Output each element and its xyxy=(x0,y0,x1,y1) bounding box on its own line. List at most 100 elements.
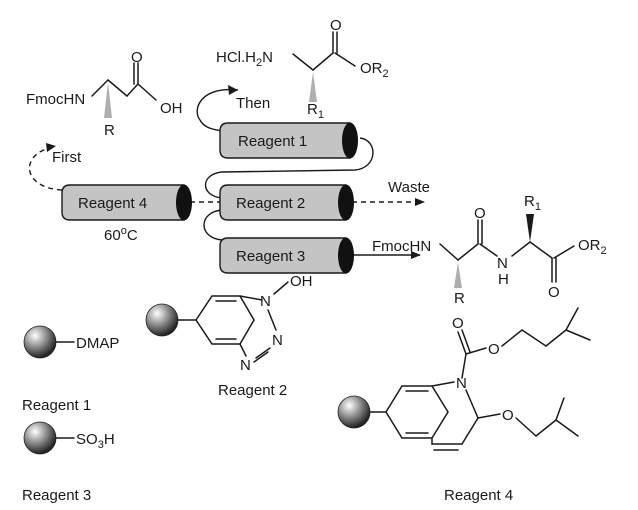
reagent-3-structure: SO3H Reagent 3 xyxy=(22,421,115,504)
tube-reagent-1: Reagent 1 xyxy=(219,122,358,159)
reagent-4-caption: Reagent 4 xyxy=(444,487,513,504)
bond xyxy=(511,241,531,257)
bond xyxy=(555,397,565,421)
reagent-2-structure: N OH N N Reagent 2 xyxy=(145,273,313,399)
bond xyxy=(461,417,479,445)
r-label: R xyxy=(454,290,465,307)
tube-end-cap xyxy=(342,122,358,159)
bond xyxy=(479,243,498,257)
bond xyxy=(457,243,479,261)
first-arrowhead xyxy=(46,143,56,152)
reagent-1-caption: Reagent 1 xyxy=(22,397,91,414)
ester-o-label: O xyxy=(488,341,500,358)
dmap-label: DMAP xyxy=(76,335,119,352)
fmochn-label: FmocHN xyxy=(372,238,431,255)
n2-label: N xyxy=(272,332,283,349)
bond xyxy=(107,79,128,97)
bond xyxy=(253,351,269,363)
or2-label: OR2 xyxy=(360,60,389,80)
waste-label: Waste xyxy=(388,179,430,196)
amine-ester-hydrochloride: HCl.H2N O OR2 R1 xyxy=(216,17,389,121)
bond xyxy=(439,243,459,261)
polymer-bead xyxy=(337,395,371,429)
n-label: N xyxy=(456,375,467,392)
bond xyxy=(477,413,501,419)
bond xyxy=(126,83,139,97)
oh-label: OH xyxy=(160,100,183,117)
dipeptide-product: FmocHN O N H R1 O OR2 R xyxy=(372,193,607,307)
hashed-bond xyxy=(454,262,462,288)
benzene-ring xyxy=(195,295,255,345)
bond xyxy=(239,343,247,357)
bond xyxy=(255,347,271,359)
reagent-4-structure: N O O O Reagent 4 xyxy=(337,307,591,504)
nh-n-label: N xyxy=(497,255,508,272)
bond xyxy=(555,419,579,437)
bond xyxy=(545,329,567,347)
polymer-bead xyxy=(23,421,57,455)
bond xyxy=(465,347,487,355)
hcl-label: HCl.H2N xyxy=(216,49,273,69)
then-arrowhead xyxy=(228,85,238,95)
fmochn-label: FmocHN xyxy=(26,91,85,108)
oh-label: OH xyxy=(290,273,313,290)
hashed-bond xyxy=(104,82,112,118)
then-arrow-path xyxy=(196,88,239,132)
tube-label: Reagent 2 xyxy=(236,195,305,212)
fmoc-amino-acid: FmocHN O OH R xyxy=(26,49,183,139)
bond xyxy=(515,417,537,437)
loop-1-2 xyxy=(205,137,374,199)
or2-label: OR2 xyxy=(578,237,607,257)
bond xyxy=(461,329,471,353)
carbonyl-o-label: O xyxy=(474,205,486,222)
tube-label: Reagent 1 xyxy=(238,133,307,150)
bond xyxy=(292,53,314,71)
polymer-bead xyxy=(23,325,57,359)
carbonyl-o-label: O xyxy=(131,49,143,66)
reagent-3-caption: Reagent 3 xyxy=(22,487,91,504)
carbonyl-o-label: O xyxy=(330,17,342,34)
wedge-bond xyxy=(526,214,534,242)
bond xyxy=(501,329,523,347)
r1-label: R1 xyxy=(307,101,324,121)
ether-o-label: O xyxy=(502,407,514,424)
bond xyxy=(334,52,356,67)
benzene-ring xyxy=(385,385,449,439)
bond xyxy=(137,83,157,101)
temperature-label: 60oC xyxy=(104,225,138,244)
bond xyxy=(91,79,109,97)
bond xyxy=(521,329,547,347)
bond xyxy=(465,389,479,419)
reagent-1-structure: DMAP Reagent 1 xyxy=(22,325,119,414)
nh-h-label: H xyxy=(498,271,509,288)
bond xyxy=(239,295,263,301)
r1-label: R1 xyxy=(524,193,541,213)
so3h-label: SO3H xyxy=(76,431,115,451)
hashed-bond xyxy=(309,72,317,102)
bond xyxy=(431,381,455,387)
bond xyxy=(535,419,557,437)
bond xyxy=(529,241,553,259)
first-dashed-path xyxy=(28,147,63,191)
tube-label: Reagent 4 xyxy=(78,195,147,212)
bond xyxy=(273,281,289,295)
tube-reagent-4: Reagent 4 xyxy=(61,184,192,221)
bond xyxy=(312,52,334,71)
bond xyxy=(267,309,277,331)
tube-end-cap xyxy=(338,237,354,274)
polymer-bead xyxy=(145,303,179,337)
reagent-2-caption: Reagent 2 xyxy=(218,382,287,399)
bond xyxy=(461,353,467,379)
tube-reagent-2: Reagent 2 xyxy=(219,184,354,221)
ester-o-label: O xyxy=(548,284,560,301)
carbonyl-o-label: O xyxy=(452,315,464,332)
tube-end-cap xyxy=(176,184,192,221)
tube-reagent-3: Reagent 3 xyxy=(219,237,354,274)
bond xyxy=(565,329,591,341)
then-label: Then xyxy=(236,95,270,112)
tube-end-cap xyxy=(338,184,354,221)
r-label: R xyxy=(104,122,115,139)
first-label: First xyxy=(52,149,82,166)
n1-label: N xyxy=(260,293,271,310)
